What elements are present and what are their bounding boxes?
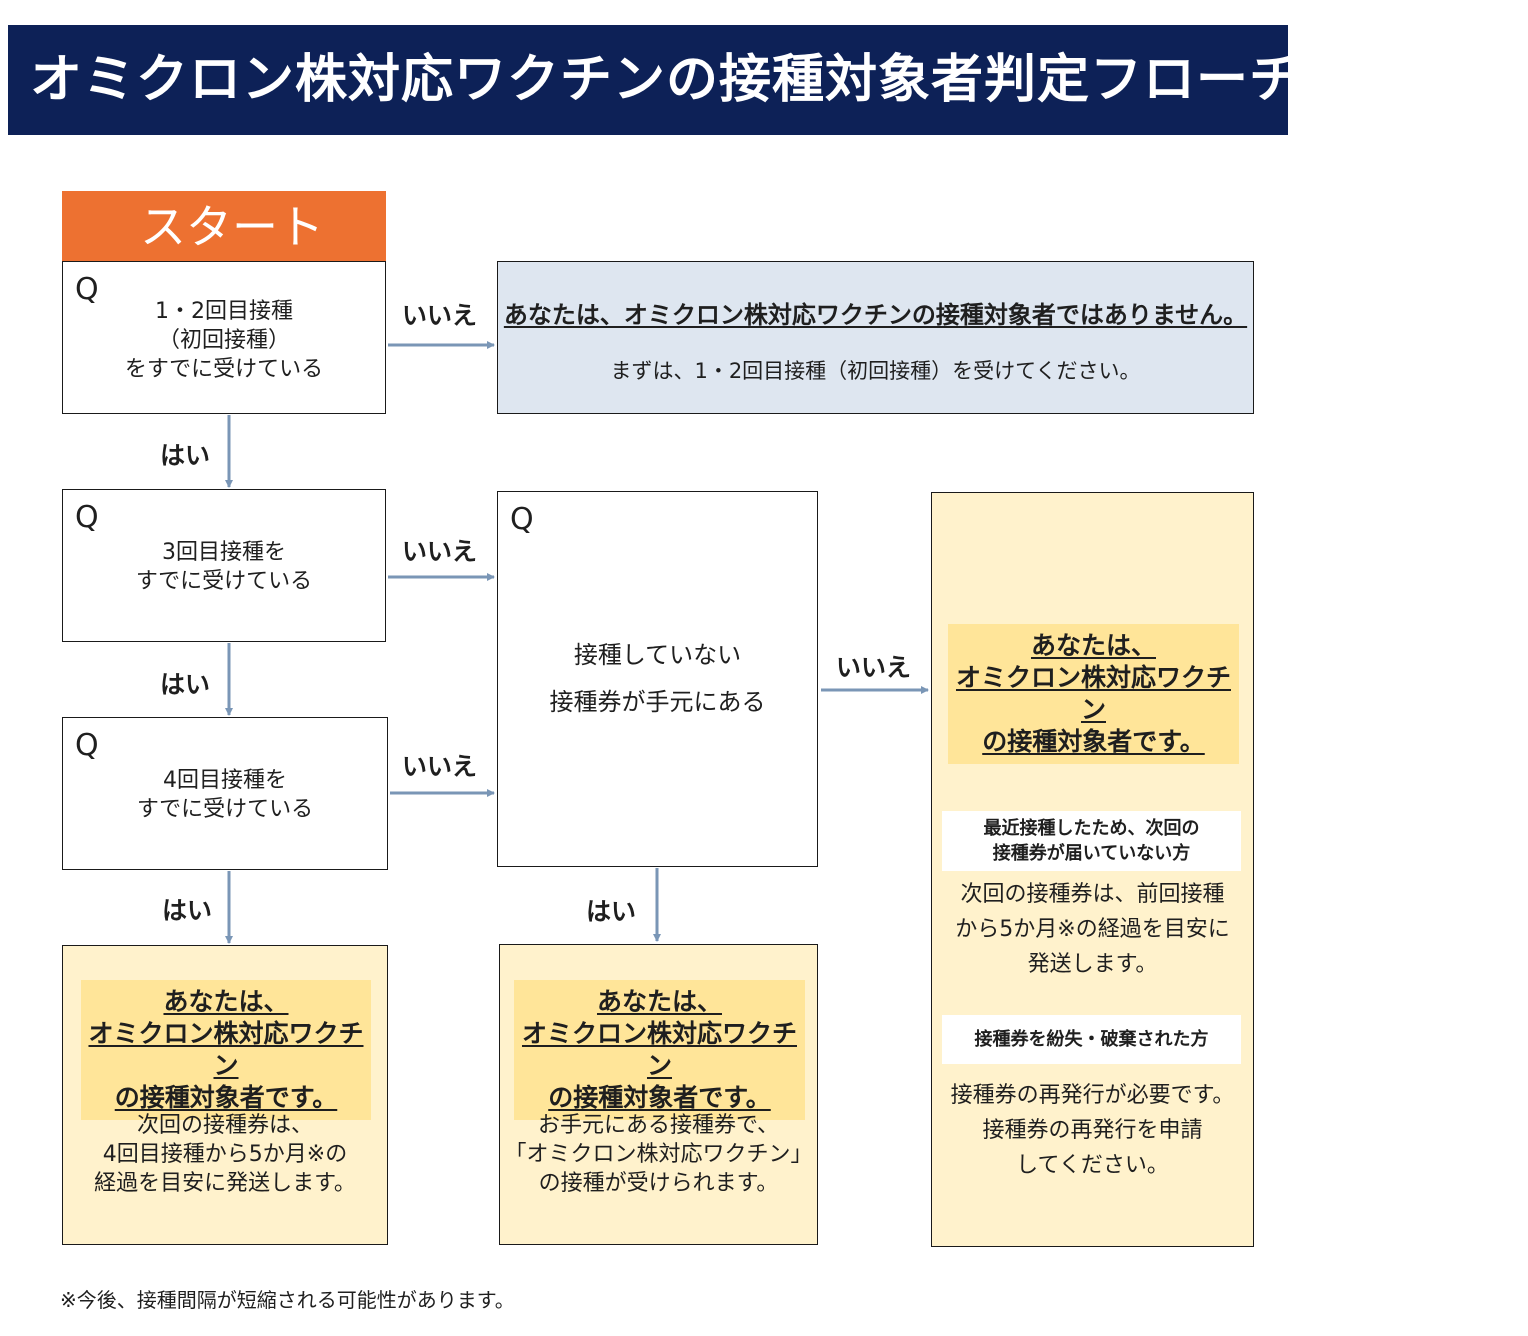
- label-yes-q4: はい: [586, 897, 637, 926]
- not-eligible-box: あなたは、オミクロン株対応ワクチンの接種対象者ではありません。 まずは、1・2回…: [497, 261, 1254, 414]
- label-no-q3: いいえ: [402, 752, 478, 781]
- start-label: スタート: [62, 191, 386, 261]
- page-title: オミクロン株対応ワクチンの接種対象者判定フローチャート: [8, 25, 1459, 135]
- question-1-box: Q 1・2回目接種 （初回接種） をすでに受けている: [62, 261, 386, 414]
- question-4-box: Q 接種していない 接種券が手元にある: [497, 491, 818, 867]
- question-1-text: 1・2回目接種 （初回接種） をすでに受けている: [124, 299, 324, 382]
- result-c-box: あなたは、 オミクロン株対応ワクチン の接種対象者です。 最近接種したため、次回…: [931, 492, 1254, 1247]
- result-c-case1-label: 最近接種したため、次回の 接種券が届いていない方: [942, 811, 1241, 871]
- label-yes-q1: はい: [160, 441, 211, 470]
- not-eligible-body: まずは、1・2回目接種（初回接種）を受けてください。: [610, 359, 1141, 383]
- not-eligible-heading: あなたは、オミクロン株対応ワクチンの接種対象者ではありません。: [503, 301, 1248, 329]
- result-c-case1-body: 次回の接種券は、前回接種 から5か月※の経過を目安に 発送します。: [955, 882, 1230, 977]
- label-no-q1: いいえ: [402, 301, 478, 330]
- result-c-case2-label: 接種券を紛失・破棄された方: [942, 1015, 1241, 1064]
- result-a-body: 次回の接種券は、 4回目接種から5か月※の 経過を目安に発送します。: [94, 1113, 356, 1196]
- label-no-q2: いいえ: [402, 537, 478, 566]
- result-a-box: あなたは、 オミクロン株対応ワクチン の接種対象者です。 次回の接種券は、 4回…: [62, 945, 388, 1245]
- question-3-box: Q 4回目接種を すでに受けている: [62, 717, 388, 870]
- question-mark: Q: [75, 272, 99, 307]
- label-yes-q2: はい: [160, 670, 211, 699]
- result-b-heading: あなたは、 オミクロン株対応ワクチン の接種対象者です。: [514, 980, 805, 1120]
- question-3-text: 4回目接種を すでに受けている: [136, 768, 314, 822]
- result-b-body: お手元にある接種券で、 「オミクロン株対応ワクチン」 の接種が受けられます。: [504, 1113, 813, 1196]
- question-2-text: 3回目接種を すでに受けている: [135, 540, 313, 594]
- result-b-box: あなたは、 オミクロン株対応ワクチン の接種対象者です。 お手元にある接種券で、…: [499, 944, 818, 1245]
- question-mark: Q: [75, 500, 99, 535]
- question-4-text: 接種していない 接種券が手元にある: [549, 641, 766, 716]
- label-yes-q3: はい: [162, 896, 213, 925]
- question-2-box: Q 3回目接種を すでに受けている: [62, 489, 386, 642]
- label-no-q4: いいえ: [836, 653, 912, 682]
- question-mark: Q: [510, 502, 534, 537]
- result-c-case2-body: 接種券の再発行が必要です。 接種券の再発行を申請 してください。: [950, 1083, 1235, 1178]
- footnote: ※今後、接種間隔が短縮される可能性があります。: [60, 1288, 515, 1312]
- result-c-heading: あなたは、 オミクロン株対応ワクチン の接種対象者です。: [948, 624, 1239, 764]
- result-a-heading: あなたは、 オミクロン株対応ワクチン の接種対象者です。: [81, 980, 371, 1120]
- question-mark: Q: [75, 728, 99, 763]
